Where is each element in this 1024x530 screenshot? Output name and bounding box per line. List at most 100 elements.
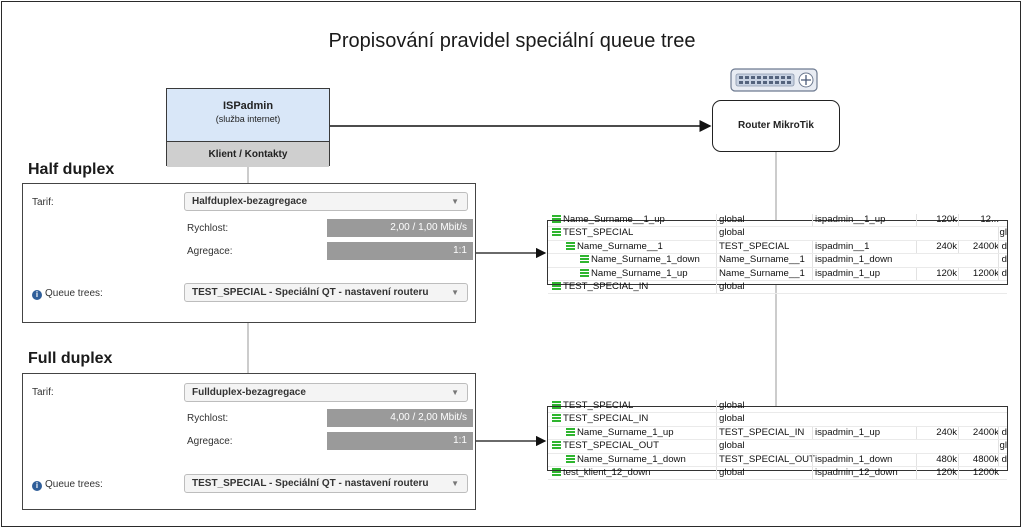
queue-tree-icon xyxy=(552,414,561,423)
tarif-label: Tarif: xyxy=(32,387,54,398)
queue-extra: d xyxy=(998,240,1007,254)
queue-extra: d xyxy=(998,426,1007,440)
ispadmin-subtitle: (služba internet) xyxy=(215,114,281,124)
queue-row: Name_Surname__1 TEST_SPECIAL ispadmin__1 24… xyxy=(548,240,1007,255)
aggregation-label: Agregace: xyxy=(187,436,233,447)
queue-name-cell: Name_Surname_1_down xyxy=(548,254,700,266)
queue-name: TEST_SPECIAL_IN xyxy=(563,413,649,425)
queue-extra: d xyxy=(998,453,1007,466)
queue-max-limit: 2400k xyxy=(958,426,999,440)
queue-target: ispadmin_1_up xyxy=(812,267,880,280)
queue-tree-icon xyxy=(552,441,561,450)
queue-name-cell: Name_Surname__1_up xyxy=(548,214,665,226)
queue-trees-select[interactable]: TEST_SPECIAL - Speciální QT - nastavení … xyxy=(184,474,468,493)
queue-parent: TEST_SPECIAL_IN xyxy=(716,426,804,440)
queue-name: TEST_SPECIAL xyxy=(563,227,634,239)
queue-extra: gl xyxy=(998,227,1007,240)
speed-label: Rychlost: xyxy=(187,413,229,424)
tarif-select[interactable]: Halfduplex-bezagregace ▼ xyxy=(184,192,468,211)
queue-limit-at: 240k xyxy=(916,426,957,440)
queue-name-cell: TEST_SPECIAL xyxy=(548,400,633,412)
queue-target: ispadmin_1_down xyxy=(812,254,892,267)
queue-parent: global xyxy=(716,280,745,294)
tarif-label: Tarif: xyxy=(32,197,54,208)
queue-name: TEST_SPECIAL_OUT xyxy=(563,440,659,452)
queue-max-limit: 2400k xyxy=(958,240,999,254)
queue-name-cell: TEST_SPECIAL_IN xyxy=(548,281,648,293)
queue-limit-at: 120k xyxy=(916,466,957,480)
queue-extra: d xyxy=(998,254,1007,267)
queue-target: ispadmin_1_down xyxy=(812,453,892,466)
queue-max-limit: 1200k xyxy=(958,267,999,280)
queue-max-limit: 12... xyxy=(958,214,999,227)
queue-target: ispadmin__1_up xyxy=(812,214,885,227)
queue-extra: d xyxy=(998,267,1007,280)
aggregation-value: 1:1 xyxy=(327,432,473,450)
queue-tree-icon xyxy=(552,228,561,237)
queue-name-cell: Name_Surname_1_up xyxy=(548,268,688,280)
tarif-select[interactable]: Fullduplex-bezagregace ▼ xyxy=(184,383,468,402)
queue-trees-select[interactable]: TEST_SPECIAL - Speciální QT - nastavení … xyxy=(184,283,468,302)
speed-value: 4,00 / 2,00 Mbit/s xyxy=(327,409,473,427)
queue-parent: global xyxy=(716,214,745,227)
queue-target: ispadmin_1_up xyxy=(812,426,880,440)
diagram-title: Propisování pravidel speciální queue tre… xyxy=(328,30,696,52)
queue-row: Name_Surname_1_up TEST_SPECIAL_IN ispadmin… xyxy=(548,426,1007,441)
queue-row: TEST_SPECIAL_OUT global gl xyxy=(548,440,1007,454)
info-icon: i xyxy=(32,290,42,300)
queue-name: TEST_SPECIAL_IN xyxy=(563,280,649,292)
router-mikrotik-box: Router MikroTik xyxy=(712,100,840,152)
tarif-value: Fullduplex-bezagregace xyxy=(192,387,306,398)
queue-name: Name_Surname__1 xyxy=(577,240,663,252)
queue-tree-icon xyxy=(552,215,561,223)
queue-name-cell: TEST_SPECIAL_IN xyxy=(548,413,648,425)
queue-parent: TEST_SPECIAL_OUT xyxy=(716,453,815,466)
queue-target: ispadmin__1 xyxy=(812,240,869,254)
queue-parent: global xyxy=(716,413,745,426)
chevron-down-icon: ▼ xyxy=(451,388,459,397)
queue-name-cell: Name_Surname__1 xyxy=(548,241,663,253)
queue-parent: global xyxy=(716,440,745,453)
queue-row: TEST_SPECIAL_IN global xyxy=(548,413,1007,427)
info-icon: i xyxy=(32,481,42,491)
queue-name-cell: Name_Surname_1_down xyxy=(548,454,686,466)
queue-tree-icon xyxy=(566,427,575,436)
chevron-down-icon: ▼ xyxy=(451,288,459,297)
queue-tree-icon xyxy=(552,467,561,476)
ispadmin-name: ISPadmin xyxy=(222,100,274,112)
router-icon xyxy=(730,68,818,92)
queue-row: TEST_SPECIAL global xyxy=(548,400,1007,414)
queue-tree-icon xyxy=(566,454,575,463)
queue-parent: TEST_SPECIAL xyxy=(716,240,789,254)
full-duplex-label: Full duplex xyxy=(28,350,113,367)
queue-parent: global xyxy=(716,227,745,240)
queue-tree-icon xyxy=(552,281,561,290)
queue-limit-at: 480k xyxy=(916,453,957,466)
queue-name-cell: Name_Surname_1_up xyxy=(548,427,674,439)
speed-label: Rychlost: xyxy=(187,223,229,234)
queue-max-limit: 1200k xyxy=(958,466,999,480)
queue-limit-at: 240k xyxy=(916,240,957,254)
queue-name: Name_Surname__1_up xyxy=(563,214,665,225)
queue-name: Name_Surname_1_down xyxy=(591,254,700,266)
queue-target: ispadmin_12_down xyxy=(812,466,898,480)
queue-name: Name_Surname_1_up xyxy=(591,267,688,279)
queue-name: Name_Surname_1_up xyxy=(577,426,674,438)
half-duplex-label: Half duplex xyxy=(28,161,115,178)
queue-tree-icon xyxy=(580,255,589,264)
queue-name: test_klient_12_down xyxy=(563,466,651,478)
speed-value: 2,00 / 1,00 Mbit/s xyxy=(327,219,473,237)
queue-extra: gl xyxy=(998,440,1007,453)
queue-row: test_klient_12_down global ispadmin_12_dow… xyxy=(548,466,1007,481)
queue-parent: global xyxy=(716,400,745,413)
queue-parent: global xyxy=(716,466,745,480)
queue-row: Name_Surname_1_down Name_Surname__1 ispadm… xyxy=(548,254,1007,268)
queue-name-cell: test_klient_12_down xyxy=(548,467,650,479)
queue-name: Name_Surname_1_down xyxy=(577,453,686,465)
chevron-down-icon: ▼ xyxy=(451,479,459,488)
queue-parent: Name_Surname__1 xyxy=(716,254,805,267)
